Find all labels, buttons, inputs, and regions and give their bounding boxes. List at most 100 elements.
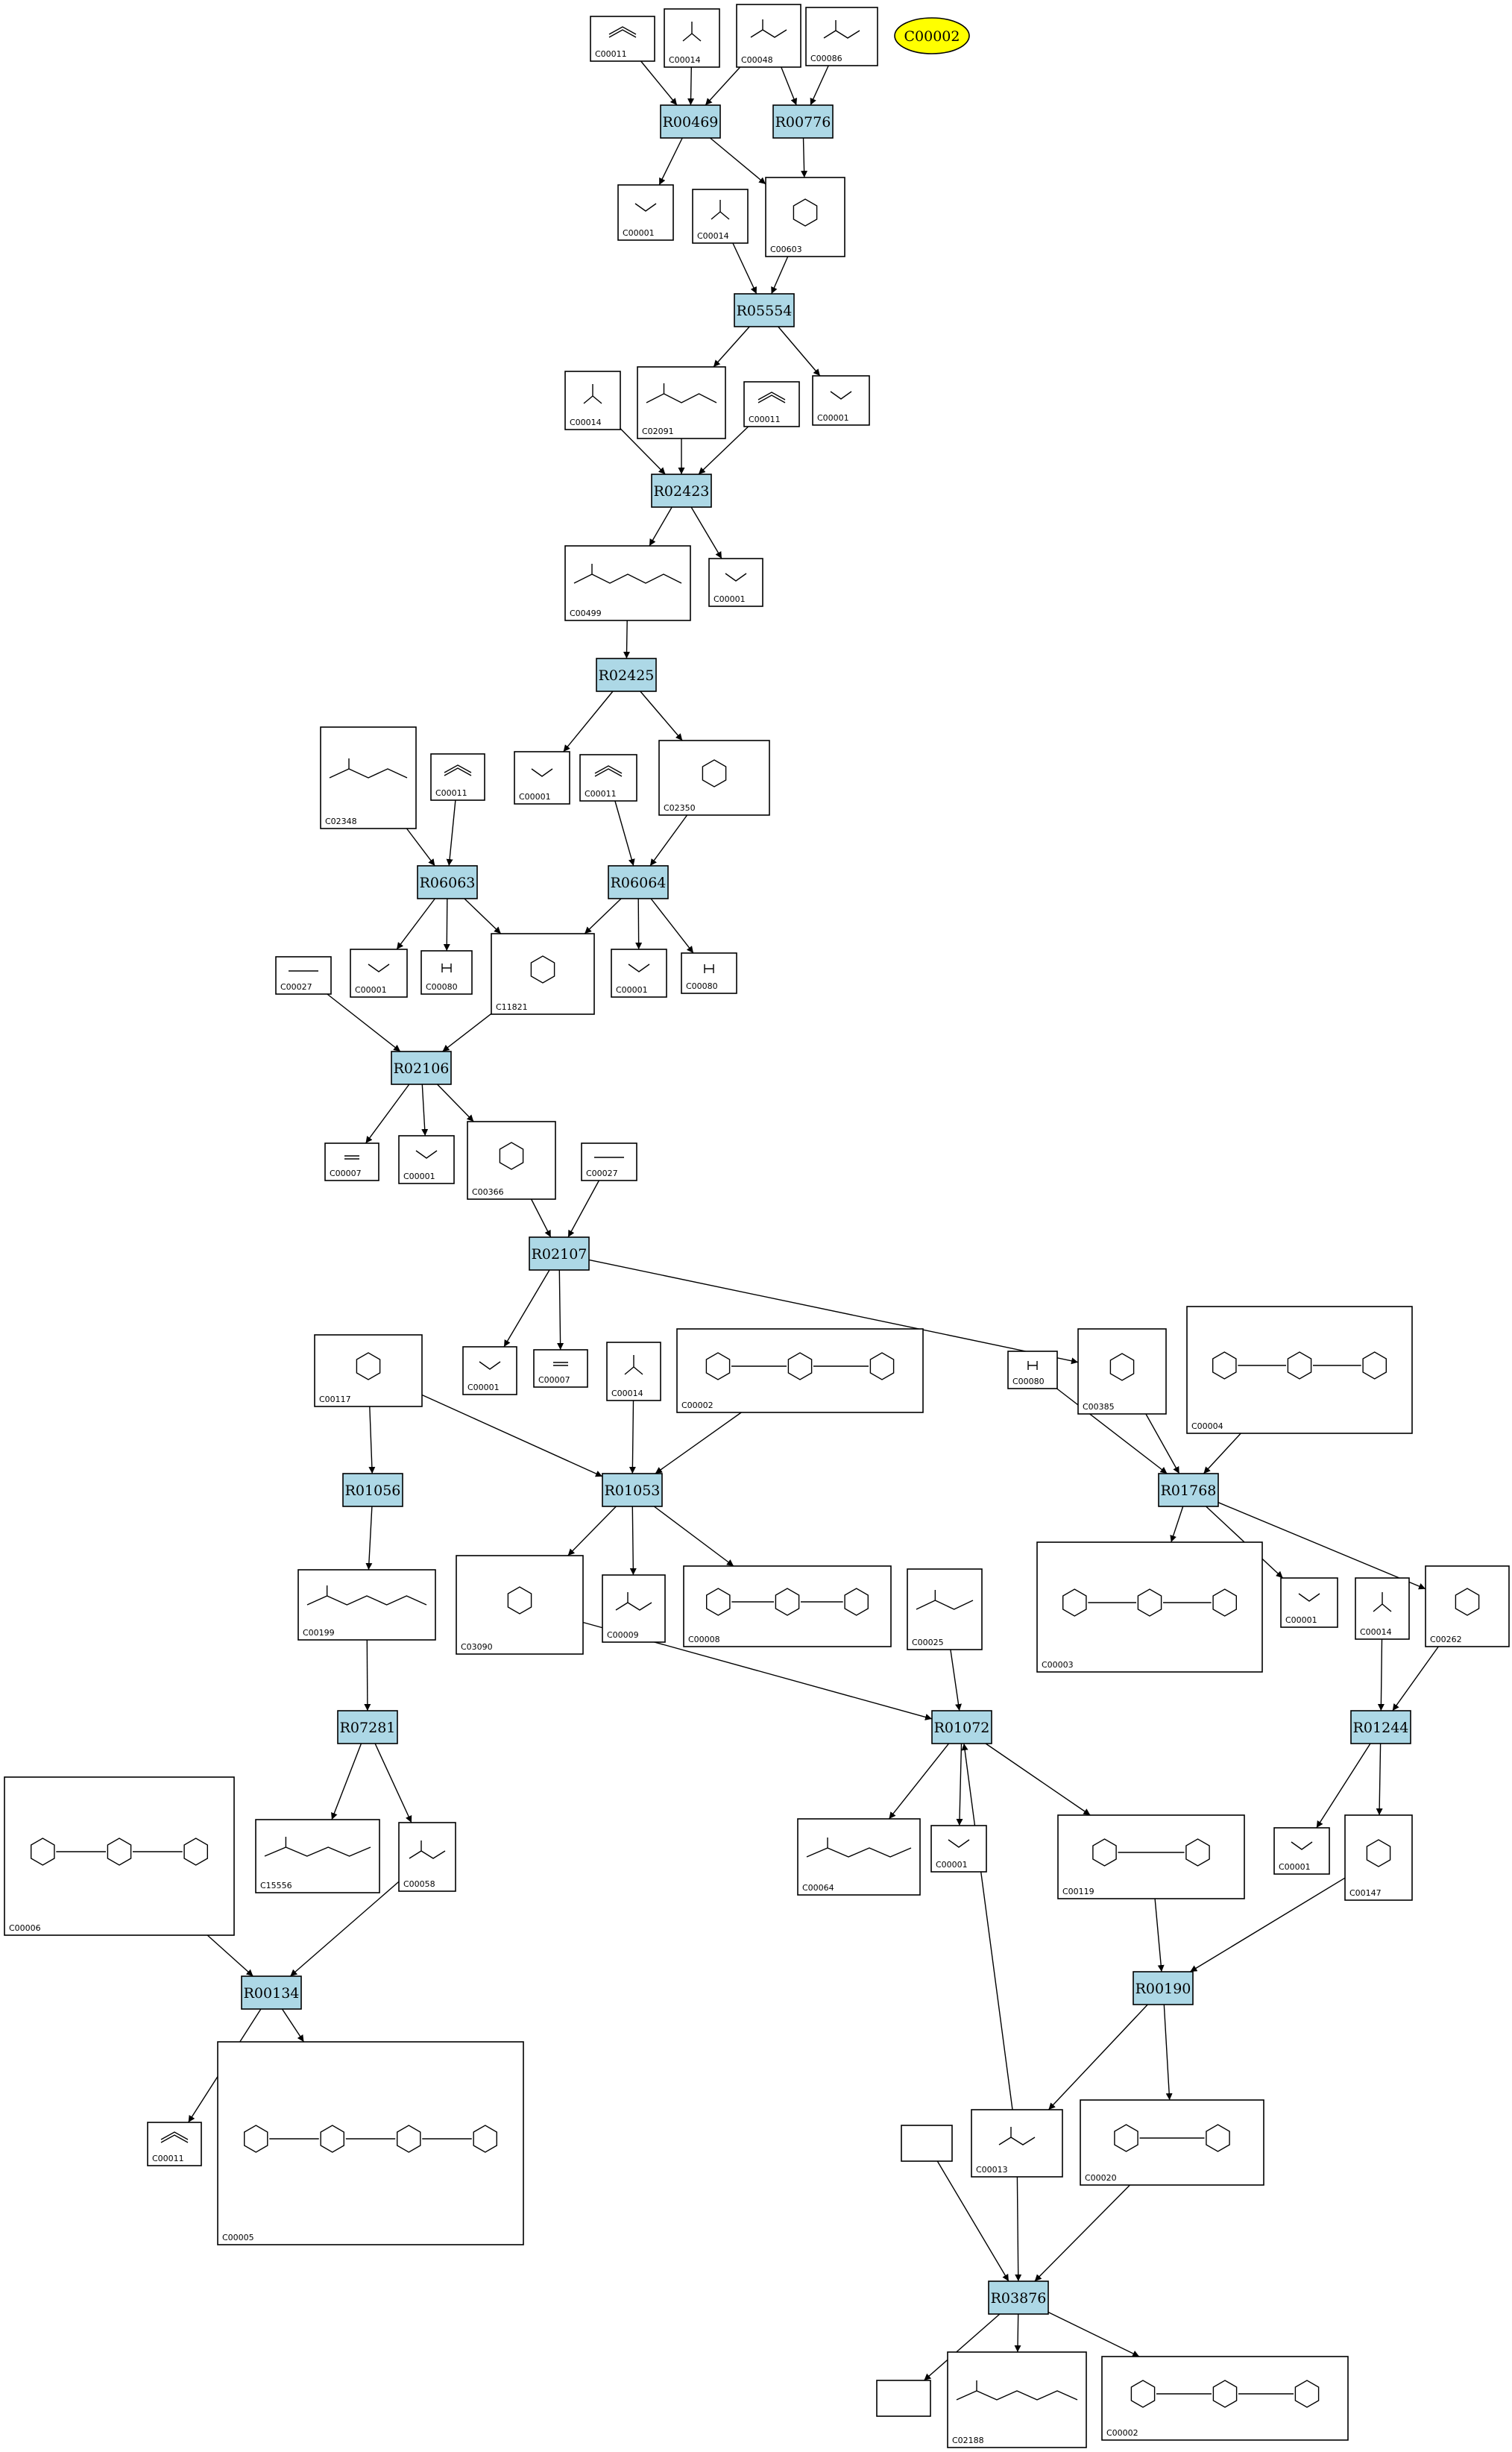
edge-c36-R01768 — [1203, 1433, 1241, 1474]
compound-node[interactable]: C00014 — [606, 1342, 661, 1401]
reaction-node[interactable]: R03876 — [988, 2280, 1049, 2315]
compound-node[interactable]: C11821 — [491, 933, 595, 1015]
compound-node[interactable]: C00080 — [420, 950, 473, 995]
compound-node[interactable]: C15556 — [255, 1819, 380, 1893]
compound-node[interactable]: C00385 — [1077, 1328, 1167, 1415]
edge-c37-R07281 — [364, 1639, 371, 1711]
compound-node[interactable]: C00007 — [324, 1142, 379, 1181]
edge-R01072-c49 — [888, 1743, 950, 1820]
compound-node[interactable]: C00008 — [683, 1565, 892, 1647]
compound-node[interactable]: C00007 — [533, 1349, 588, 1388]
compound-node[interactable]: C00014 — [1355, 1577, 1410, 1640]
compound-node[interactable]: C02350 — [658, 740, 770, 816]
reaction-node[interactable]: R00134 — [241, 1975, 302, 2010]
compound-node[interactable]: C00001 — [1280, 1577, 1338, 1628]
compound-node[interactable]: C00080 — [681, 952, 737, 994]
reaction-id-label: R01244 — [1353, 1720, 1409, 1736]
compound-node[interactable]: C00603 — [765, 177, 845, 257]
compound-node[interactable]: C00001 — [462, 1346, 517, 1395]
compound-node[interactable]: C00020 — [1080, 2099, 1264, 2186]
compound-node[interactable]: C00011 — [579, 754, 637, 802]
compound-node[interactable]: C00014 — [692, 189, 749, 244]
compound-node[interactable]: C00262 — [1425, 1565, 1510, 1647]
highlight-compound[interactable]: C00002 — [894, 17, 970, 54]
compound-node[interactable]: C00199 — [297, 1569, 436, 1641]
compound-node[interactable]: C00003 — [1036, 1541, 1263, 1673]
compound-node[interactable]: C00001 — [514, 751, 570, 805]
reaction-node[interactable]: R00469 — [660, 104, 721, 139]
bond-sketch — [725, 573, 747, 582]
compound-node[interactable]: C00001 — [611, 949, 667, 998]
compound-node[interactable]: C00086 — [805, 7, 878, 66]
compound-node[interactable]: C00064 — [797, 1818, 921, 1896]
compound-node[interactable]: C00014 — [664, 8, 720, 68]
compound-node[interactable]: C00009 — [602, 1574, 666, 1643]
compound-node[interactable]: C00014 — [564, 371, 621, 430]
compound-node[interactable]: C03090 — [456, 1555, 584, 1655]
compound-node[interactable]: C00001 — [617, 184, 674, 241]
compound-box — [491, 933, 595, 1015]
reaction-node[interactable]: R01056 — [342, 1473, 403, 1507]
compound-id-label: C00199 — [303, 1628, 335, 1638]
ring-sketch — [244, 2125, 268, 2153]
compound-id-label: C00001 — [1285, 1615, 1317, 1625]
reaction-node[interactable]: R06064 — [608, 865, 669, 899]
reaction-node[interactable]: R02423 — [651, 474, 712, 508]
compound-node[interactable]: C00027 — [581, 1142, 637, 1181]
compound-node[interactable]: C00048 — [736, 4, 801, 68]
compound-node[interactable]: C00002 — [1101, 2356, 1349, 2441]
compound-node[interactable]: C00027 — [275, 956, 332, 995]
compound-node[interactable]: C02348 — [320, 726, 417, 829]
reaction-node[interactable]: R02425 — [596, 658, 657, 692]
compound-node[interactable]: C00001 — [812, 375, 870, 426]
compound-node[interactable]: C00006 — [4, 1776, 235, 1936]
reaction-node[interactable]: R01053 — [602, 1473, 663, 1507]
bond-sketch — [704, 964, 714, 973]
compound-node[interactable]: C00147 — [1344, 1814, 1413, 1901]
reaction-node[interactable]: R06063 — [417, 865, 478, 899]
compound-node[interactable]: C00119 — [1057, 1814, 1245, 1899]
reaction-node[interactable]: R07281 — [337, 1710, 398, 1744]
compound-node[interactable]: C02188 — [947, 2351, 1087, 2448]
compound-node[interactable]: C00011 — [147, 2122, 202, 2166]
compound-node[interactable]: C00001 — [930, 1825, 987, 1873]
reaction-node[interactable]: R02106 — [391, 1051, 452, 1085]
compound-node[interactable]: C02091 — [637, 366, 726, 439]
compound-id-label: C02188 — [952, 2436, 984, 2445]
compound-node[interactable]: C00013 — [971, 2109, 1063, 2178]
reaction-node[interactable]: R05554 — [734, 293, 795, 327]
compound-node[interactable]: C00004 — [1186, 1306, 1413, 1434]
compound-box — [590, 16, 655, 62]
compound-box — [275, 956, 332, 995]
reaction-node[interactable]: R01244 — [1350, 1710, 1411, 1744]
reaction-id-label: R01053 — [605, 1483, 661, 1499]
bond-sketch — [823, 20, 860, 39]
compound-node[interactable]: C00011 — [430, 753, 485, 801]
compound-node[interactable]: C00001 — [1273, 1827, 1330, 1875]
compound-node[interactable]: C00005 — [217, 2041, 524, 2245]
compound-node[interactable] — [901, 2125, 953, 2162]
compound-node[interactable]: C00001 — [398, 1135, 455, 1184]
edge-c7-R05554 — [771, 256, 789, 295]
compound-node[interactable]: C00080 — [1007, 1351, 1058, 1389]
edge-c3-R00469 — [705, 66, 741, 106]
compound-node[interactable]: C00058 — [398, 1822, 456, 1892]
compound-node[interactable]: C00011 — [743, 381, 800, 427]
reaction-node[interactable]: R00190 — [1133, 1971, 1194, 2005]
reaction-node[interactable]: R02107 — [529, 1236, 590, 1271]
compound-node[interactable]: C00002 — [676, 1328, 924, 1413]
compound-node[interactable]: C00011 — [590, 16, 655, 62]
compound-node[interactable]: C00499 — [564, 545, 691, 621]
compound-node[interactable]: C00366 — [467, 1121, 556, 1200]
compound-id-label: C02350 — [664, 803, 696, 813]
compound-node[interactable] — [876, 2380, 931, 2417]
compound-node[interactable]: C00117 — [314, 1334, 423, 1407]
reaction-node[interactable]: R00776 — [772, 104, 834, 139]
compound-node[interactable]: C00001 — [708, 558, 763, 607]
reaction-node[interactable]: R01072 — [931, 1710, 992, 1744]
compound-node[interactable]: C00025 — [907, 1568, 983, 1650]
reaction-node[interactable]: R01768 — [1158, 1473, 1219, 1507]
compound-box — [971, 2109, 1063, 2178]
compound-node[interactable]: C00001 — [350, 949, 408, 998]
bond-sketch — [1298, 1593, 1320, 1602]
